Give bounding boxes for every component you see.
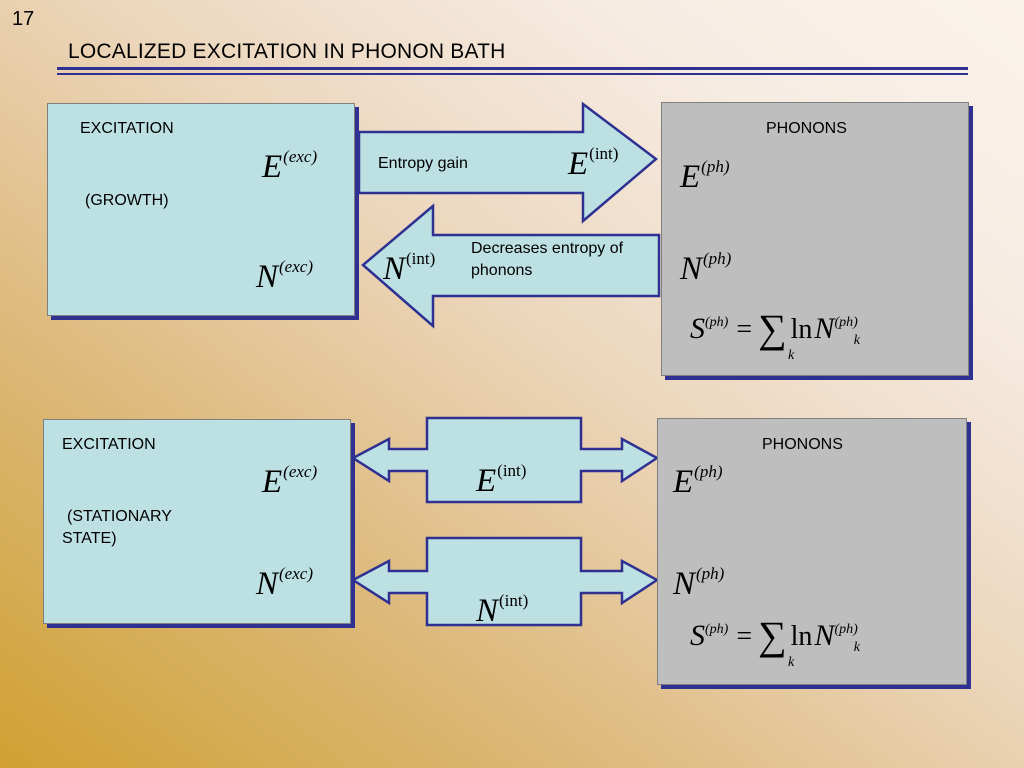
entropy-gain-label: Entropy gain (378, 155, 468, 172)
interaction-number-symbol: N(int) (476, 591, 529, 629)
phonons-heading: PHONONS (762, 436, 843, 453)
decreases-entropy-arrow (361, 203, 661, 329)
excitation-energy-symbol: E(exc) (262, 147, 318, 185)
entropy-gain-arrow (357, 101, 658, 224)
phonons-box-bottom (657, 418, 967, 685)
phonon-number-symbol: N(ph) (673, 564, 725, 602)
interaction-number-symbol: N(int) (383, 249, 436, 287)
excitation-number-symbol: N(exc) (256, 564, 313, 602)
excitation-heading: EXCITATION (80, 120, 174, 137)
excitation-heading: EXCITATION (62, 436, 156, 453)
energy-exchange-arrow (350, 416, 660, 504)
number-exchange-arrow (350, 536, 660, 627)
decreases-entropy-label: Decreases entropy of phonons (471, 240, 624, 279)
phonon-energy-symbol: E(ph) (673, 462, 723, 500)
phonon-entropy-formula: S(ph)=∑lnN(ph)k k (690, 306, 860, 363)
phonon-number-symbol: N(ph) (680, 249, 732, 287)
interaction-energy-symbol: E(int) (568, 144, 619, 182)
excitation-energy-symbol: E(exc) (262, 462, 318, 500)
excitation-growth-box (47, 103, 355, 316)
excitation-number-symbol: N(exc) (256, 257, 313, 295)
title-rule-thin (57, 73, 968, 75)
excitation-stationary-box (43, 419, 351, 624)
phonon-energy-symbol: E(ph) (680, 157, 730, 195)
title-rule-thick (57, 67, 968, 70)
interaction-energy-symbol: E(int) (476, 461, 527, 499)
slide-number: 17 (12, 8, 35, 30)
excitation-state-label: (STATIONARY STATE) (62, 508, 172, 547)
phonon-entropy-formula: S(ph)=∑lnN(ph)k k (690, 613, 860, 670)
phonons-box-top (661, 102, 969, 376)
excitation-state-label: (GROWTH) (85, 192, 169, 209)
slide-title: LOCALIZED EXCITATION IN PHONON BATH (68, 40, 506, 63)
phonons-heading: PHONONS (766, 120, 847, 137)
